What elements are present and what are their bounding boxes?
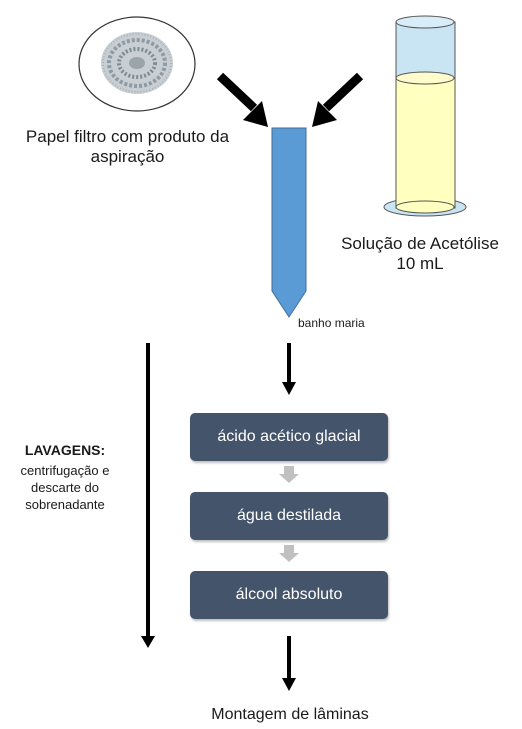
- step-label: ácido acético glacial: [217, 428, 361, 445]
- water-bath-label: banho maria: [298, 316, 365, 330]
- step-label: álcool absoluto: [235, 586, 343, 603]
- washes-title: LAVAGENS:: [24, 442, 106, 458]
- step-connector-arrow-2: [279, 545, 299, 562]
- arrow-to-slide-mounting: [282, 636, 296, 691]
- acetolysis-solution-volume: 10 mL: [396, 254, 444, 274]
- arrow-from-cylinder: [312, 72, 364, 127]
- step-distilled-water: água destilada: [190, 492, 388, 540]
- acetolysis-solution-name: Solução de Acetólise: [341, 234, 499, 253]
- step-glacial-acetic-acid: ácido acético glacial: [190, 413, 388, 461]
- step-label: água destilada: [236, 507, 342, 524]
- step-absolute-alcohol: álcool absoluto: [190, 571, 388, 619]
- slide-mounting-label: Montagem de lâminas: [211, 706, 369, 723]
- arrow-from-filter-paper: [216, 72, 268, 127]
- filter-paper-label: Papel filtro com produto da aspiração: [25, 127, 230, 167]
- washes-arrow: [141, 343, 155, 648]
- graduated-cylinder-illustration: [383, 15, 467, 217]
- filter-paper-illustration: [78, 16, 196, 112]
- test-tube-illustration: [271, 127, 307, 318]
- acetolysis-solution-label: Solução de Acetólise 10 mL: [320, 234, 520, 274]
- washes-description: centrifugação e descarte do sobrenadante: [20, 463, 110, 512]
- arrow-to-first-step: [282, 343, 296, 395]
- step-connector-arrow-1: [279, 466, 299, 483]
